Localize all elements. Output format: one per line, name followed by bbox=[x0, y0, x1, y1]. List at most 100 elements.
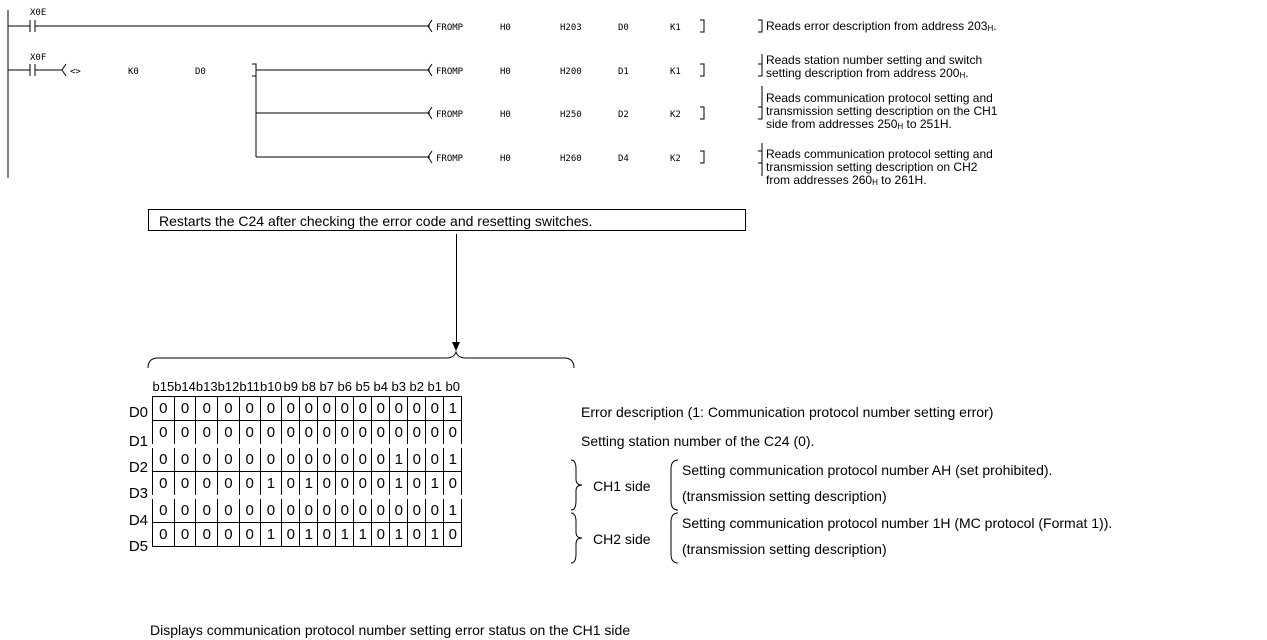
bit-cell: 0 bbox=[259, 396, 283, 421]
ch2-brace bbox=[570, 512, 583, 564]
bit-cell: 0 bbox=[299, 396, 319, 421]
bit-cell: 0 bbox=[317, 496, 337, 523]
bit-cell: 0 bbox=[425, 445, 445, 472]
bit-cell: 0 bbox=[389, 420, 409, 447]
bit-cell: 0 bbox=[281, 496, 301, 523]
compare-op: <> bbox=[70, 67, 81, 77]
bit-cell: 0 bbox=[317, 471, 337, 498]
instr-0-unit: H0 bbox=[500, 23, 511, 33]
bit-header-b0: b0 bbox=[445, 378, 460, 394]
bit-cell: 0 bbox=[353, 496, 373, 523]
bit-cell: 0 bbox=[317, 420, 337, 447]
bit-header-b5: b5 bbox=[355, 378, 370, 394]
instr-0-count: K1 bbox=[670, 23, 681, 33]
bit-cell: 0 bbox=[335, 445, 355, 472]
bit-cell: 0 bbox=[407, 396, 427, 421]
bit-cell: 0 bbox=[152, 445, 175, 472]
bit-cell: 0 bbox=[217, 445, 240, 472]
bit-cell: 0 bbox=[281, 471, 301, 498]
instr-1-addr: H200 bbox=[560, 67, 582, 77]
bit-cell: 0 bbox=[238, 396, 261, 421]
bit-header-b2: b2 bbox=[409, 378, 424, 394]
desc-0: Reads error description from address 203… bbox=[766, 19, 997, 34]
ch1-side-label: CH1 side bbox=[593, 478, 651, 494]
bit-cell: 0 bbox=[443, 522, 463, 547]
desc-2: Reads communication protocol setting and… bbox=[766, 91, 998, 132]
row-label-d1: D1 bbox=[128, 433, 148, 450]
bit-cell: 1 bbox=[443, 445, 463, 472]
bit-cell: 0 bbox=[299, 420, 319, 447]
bit-header-b7: b7 bbox=[319, 378, 334, 394]
row-label-d5: D5 bbox=[128, 538, 148, 555]
row-label-d3: D3 bbox=[128, 485, 148, 502]
instr-2-cmd: FROMP bbox=[436, 110, 464, 120]
instr-2-addr: H250 bbox=[560, 110, 582, 120]
bit-cell: 0 bbox=[317, 396, 337, 421]
bit-cell: 1 bbox=[353, 522, 373, 547]
bit-cell: 0 bbox=[238, 445, 261, 472]
bit-cell: 0 bbox=[353, 396, 373, 421]
d0-description: Error description (1: Communication prot… bbox=[581, 404, 994, 420]
bit-cell: 0 bbox=[299, 445, 319, 472]
bit-cell: 0 bbox=[443, 420, 463, 447]
instr-3-unit: H0 bbox=[500, 154, 511, 164]
bit-cell: 1 bbox=[259, 522, 283, 547]
bit-cell: 1 bbox=[299, 471, 319, 498]
bit-cell: 0 bbox=[371, 471, 391, 498]
bit-cell: 0 bbox=[173, 496, 197, 523]
contact-x0f-label: X0F bbox=[30, 53, 46, 63]
d1-description: Setting station number of the C24 (0). bbox=[581, 433, 815, 449]
bit-cell: 0 bbox=[371, 496, 391, 523]
bit-cell: 0 bbox=[238, 471, 261, 498]
bit-cell: 0 bbox=[173, 396, 197, 421]
bit-cell: 1 bbox=[259, 471, 283, 498]
bit-cell: 1 bbox=[443, 396, 463, 421]
bit-cell: 1 bbox=[335, 522, 355, 547]
bit-header-b14: b14 bbox=[174, 378, 196, 394]
bit-cell: 0 bbox=[173, 445, 197, 472]
compare-b: D0 bbox=[195, 67, 206, 77]
row-label-d4: D4 bbox=[128, 512, 148, 529]
bit-cell: 0 bbox=[152, 471, 175, 498]
bit-header-b11: b11 bbox=[239, 378, 261, 394]
bit-cell: 0 bbox=[259, 445, 283, 472]
bit-cell: 0 bbox=[195, 522, 219, 547]
bit-cell: 1 bbox=[389, 522, 409, 547]
bit-cell: 0 bbox=[217, 396, 240, 421]
bit-cell: 0 bbox=[353, 445, 373, 472]
bit-cell: 0 bbox=[217, 522, 240, 547]
contact-x0e-label: X0E bbox=[30, 8, 46, 18]
ch2-line2: (transmission setting description) bbox=[682, 541, 887, 557]
bit-cell: 0 bbox=[407, 522, 427, 547]
arrow-line bbox=[456, 234, 457, 346]
bit-cell: 1 bbox=[425, 471, 445, 498]
ch1-line2: (transmission setting description) bbox=[682, 488, 887, 504]
instr-2-dest: D2 bbox=[618, 110, 629, 120]
bit-cell: 0 bbox=[353, 471, 373, 498]
bit-cell: 0 bbox=[281, 420, 301, 447]
instr-0-addr: H203 bbox=[560, 23, 582, 33]
bit-cell: 0 bbox=[425, 496, 445, 523]
instr-1-unit: H0 bbox=[500, 67, 511, 77]
bit-cell: 0 bbox=[195, 396, 219, 421]
ch2-desc-bracket bbox=[670, 512, 679, 564]
bit-header-b6: b6 bbox=[337, 378, 352, 394]
bit-header-b8: b8 bbox=[301, 378, 316, 394]
bit-cell: 0 bbox=[259, 420, 283, 447]
bit-cell: 0 bbox=[195, 445, 219, 472]
instr-2-count: K2 bbox=[670, 110, 681, 120]
bit-cell: 0 bbox=[389, 396, 409, 421]
bit-cell: 1 bbox=[425, 522, 445, 547]
bit-header-b9: b9 bbox=[283, 378, 298, 394]
bit-header-b4: b4 bbox=[373, 378, 388, 394]
bit-cell: 0 bbox=[259, 496, 283, 523]
bit-cell: 1 bbox=[443, 496, 463, 523]
bit-cell: 0 bbox=[238, 420, 261, 447]
table-brace bbox=[147, 350, 575, 369]
